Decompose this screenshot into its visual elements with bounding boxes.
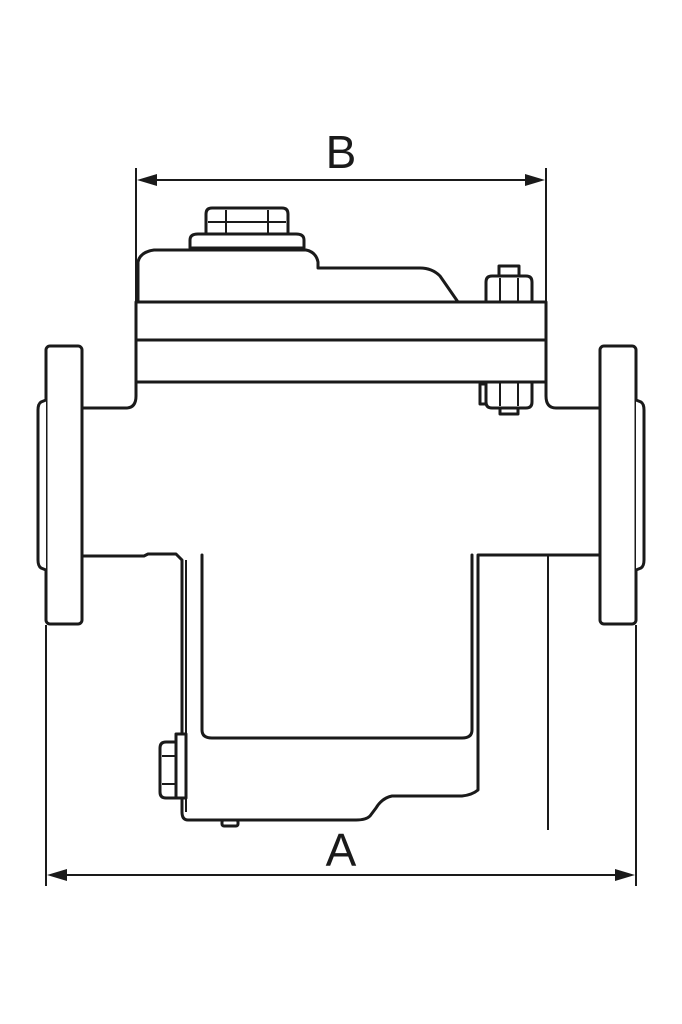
- cover-top: [136, 248, 460, 304]
- cover-assembly: [134, 248, 548, 384]
- drain-plug-hex: [158, 740, 178, 800]
- dimension-a-arrow-right: [615, 869, 635, 881]
- body-flange-band: [134, 338, 548, 384]
- cover-bolt-stud-end: [498, 406, 520, 416]
- drain-plug: [158, 732, 188, 800]
- cover-bolt-washer: [478, 382, 488, 406]
- cover-flange-band: [134, 300, 548, 342]
- dimension-a: A: [45, 625, 637, 886]
- dimension-b-arrow-left: [137, 174, 157, 186]
- cover-bolt-nut-bottom: [484, 380, 534, 410]
- dimension-b-label: B: [326, 126, 357, 178]
- cover-plug: [188, 206, 306, 250]
- left-flange-raised-face: [36, 398, 48, 572]
- cover-bolt: [478, 264, 534, 416]
- bottom-blowoff-nub: [220, 818, 240, 828]
- cover-plug-washer: [188, 232, 306, 250]
- screen-chamber: [200, 553, 474, 740]
- right-flange-plate: [598, 344, 638, 626]
- cover-bolt-nut-top: [484, 274, 534, 304]
- dimension-b-arrow-right: [525, 174, 545, 186]
- dimension-a-label: A: [326, 824, 357, 876]
- left-flange-plate: [44, 344, 84, 626]
- left-flange: [36, 344, 84, 626]
- right-flange-raised-face: [634, 398, 646, 572]
- right-flange: [598, 344, 646, 626]
- dimension-a-arrow-left: [47, 869, 67, 881]
